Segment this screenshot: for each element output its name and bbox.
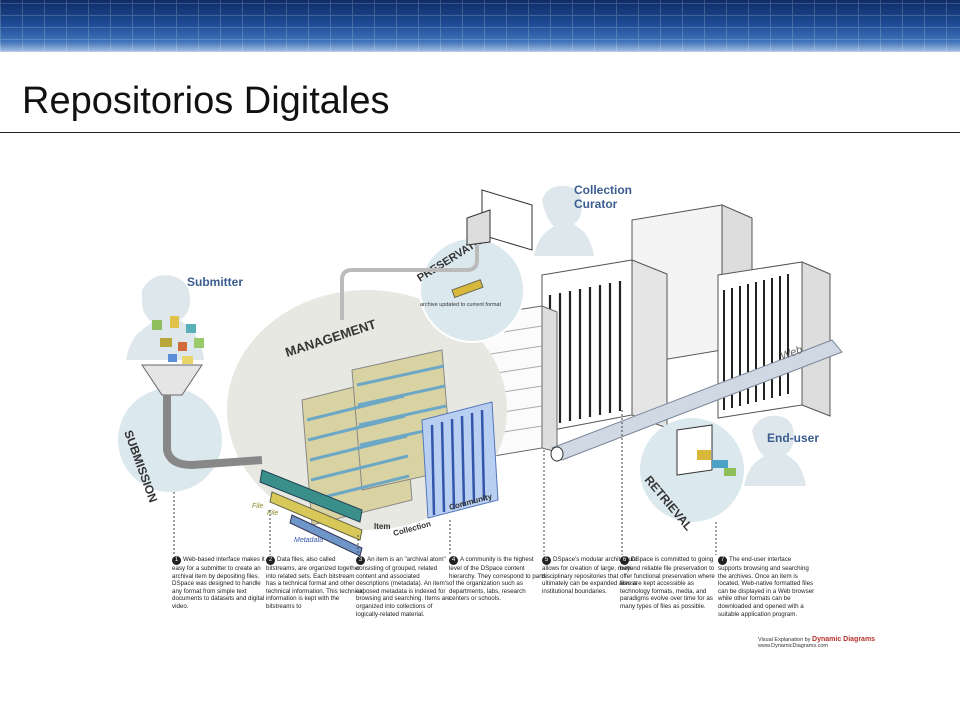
preservation-file [451,279,484,299]
title-divider [0,132,960,133]
diagram-illustration: Web MANAGEMENT Item Collection Community… [118,183,843,557]
header-band [0,0,960,52]
file-cubes [152,316,204,364]
curator-label-2: Curator [574,197,618,211]
item-label: Item [374,522,390,531]
submitter-label: Submitter [187,275,243,289]
web-pipe [550,339,843,462]
enduser-label: End-user [767,431,819,445]
curator-label-1: Collection [574,183,632,197]
funnel [141,364,263,470]
guide-lines [173,410,717,555]
slide-title: Repositorios Digitales [22,80,390,122]
dspace-diagram: Web MANAGEMENT Item Collection Community… [112,170,852,660]
credit: Visual Explanation by Dynamic Diagrams w… [758,636,876,649]
file-strip [259,469,363,557]
enduser-silhouette [744,415,806,486]
submitter-silhouette [126,275,204,360]
collection-slabs [301,349,499,526]
curator-silhouette [534,185,594,256]
metadata-label: Metadata [294,537,323,544]
curator-monitor [340,189,533,320]
retrieval-monitor [676,424,736,476]
file-label-2: File [267,510,278,517]
preservation-note: archive updated to current format [420,302,501,308]
file-label-1: File [252,503,263,510]
